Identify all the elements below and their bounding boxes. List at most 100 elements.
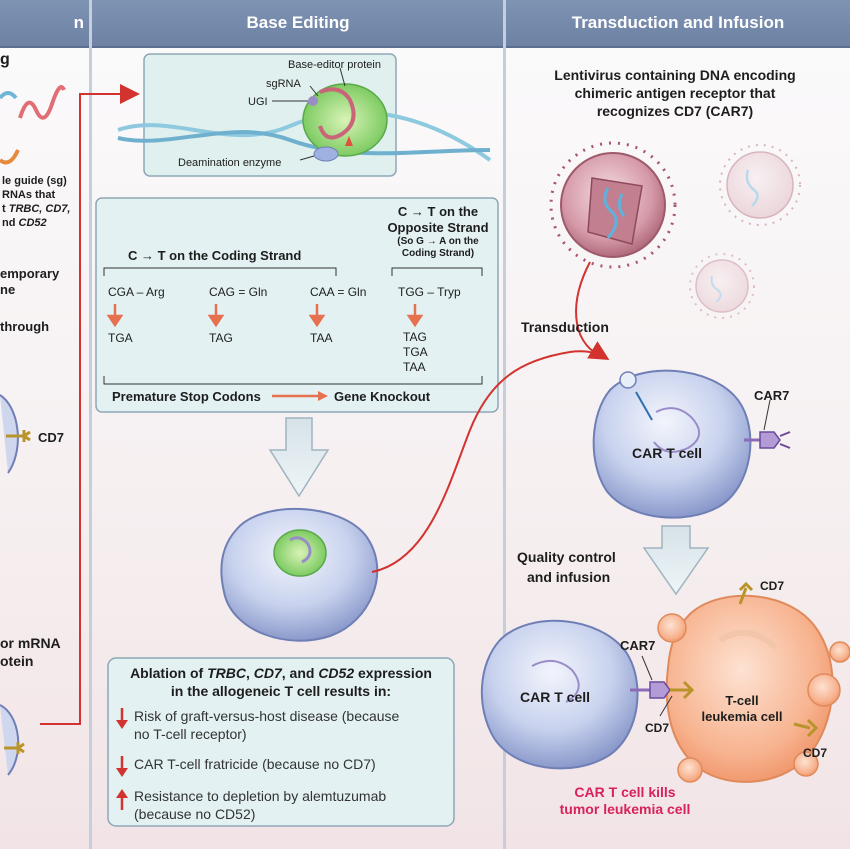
car7-receptor-top xyxy=(744,431,791,449)
label-ugi: UGI xyxy=(248,96,268,108)
premature-stop-codons-label: Premature Stop Codons xyxy=(112,389,261,404)
quality-control-line1: Quality control xyxy=(517,549,616,565)
car-t-cell-top-chromatin xyxy=(653,407,700,453)
left-receptor-bottom xyxy=(4,742,25,754)
left-rna-strand-blue xyxy=(0,91,18,100)
tcell-leukemia-label: T-cell leukemia cell xyxy=(692,693,792,725)
header-transduction-label: Transduction and Infusion xyxy=(571,13,785,32)
edited-t-cell-editor xyxy=(289,536,312,564)
ablation-title: Ablation of TRBC, CD7, and CD52 expressi… xyxy=(112,664,450,700)
lentivirus-small xyxy=(689,253,755,319)
sgrna-strand xyxy=(318,87,356,140)
ablation-title-line1: Ablation of TRBC, CD7, and CD52 expressi… xyxy=(112,664,450,682)
ablation-title-suffix: expression xyxy=(354,665,432,681)
transduction-label: Transduction xyxy=(521,319,609,335)
left-guide-line3-prefix: t xyxy=(2,203,6,215)
left-guide-gene-cd52: CD52 xyxy=(18,217,47,229)
codon-4-to-list: TAG TGA TAA xyxy=(403,330,428,375)
edited-t-cell-nucleus xyxy=(273,529,327,577)
codon-2-to: TAG xyxy=(209,331,233,345)
quality-control-label: Quality control and infusion xyxy=(517,547,616,587)
left-temporary-line1: emporary xyxy=(0,266,60,281)
ablation-title-line2: in the allogeneic T cell results in: xyxy=(170,683,392,699)
leader-car7-top xyxy=(763,399,771,431)
ablation-item-3-line2: (because no CD52) xyxy=(134,806,256,822)
left-heading-fragment: g xyxy=(0,51,10,68)
ablation-gene-cd7: CD7 xyxy=(253,665,282,681)
stop-to-knockout-arrowhead xyxy=(318,391,328,401)
kills-line1: CAR T cell kills xyxy=(574,784,676,800)
codon-1-to: TGA xyxy=(108,331,133,345)
left-cell-fragment-bottom xyxy=(0,704,20,776)
leader-cd7-bottom xyxy=(659,695,673,717)
left-guide-line4-prefix: nd xyxy=(2,217,16,229)
kills-line2: tumor leukemia cell xyxy=(559,801,691,817)
down-arrow-right xyxy=(642,525,710,596)
lentivirus-medium xyxy=(719,144,801,226)
left-guide-line2: RNAs that xyxy=(2,189,56,201)
header-base-editing-label: Base Editing xyxy=(246,13,350,32)
codon-3-from: CAA = Gln xyxy=(310,285,367,299)
left-guide-text: le guide (sg) RNAs that t TRBC, CD7, nd … xyxy=(2,174,70,230)
left-guide-line1: le guide (sg) xyxy=(2,175,67,187)
ablation-item-2: CAR T-cell fratricide (because no CD7) xyxy=(134,756,376,772)
ablation-arrow-down-2 xyxy=(116,756,128,777)
codon-box xyxy=(95,197,499,413)
panel-divider-right xyxy=(503,0,506,849)
ablation-item-1-line1: Risk of graft-versus-host disease (becau… xyxy=(134,708,400,724)
ablation-item-1: Risk of graft-versus-host disease (becau… xyxy=(134,707,399,743)
ablation-sep1: , xyxy=(245,665,254,681)
ablation-arrow-up-3 xyxy=(116,789,128,810)
car7-label-bottom: CAR7 xyxy=(620,638,656,653)
header-left-partial: n xyxy=(0,0,90,48)
ablation-arrow-down-1 xyxy=(116,708,128,729)
ablation-sep2: , and xyxy=(281,665,319,681)
label-sgrna: sgRNA xyxy=(266,78,301,90)
car-t-cell-label-bottom: CAR T cell xyxy=(520,689,591,705)
left-mrna-text: or mRNA otein xyxy=(0,634,61,670)
dna-strand-2 xyxy=(117,130,491,156)
car-t-cell-label-top: CAR T cell xyxy=(632,445,703,461)
left-mrna-line1: or mRNA xyxy=(0,635,61,651)
opposite-title-line2: Opposite Strand xyxy=(387,220,489,235)
left-cd7-label: CD7 xyxy=(38,430,65,445)
lentivirus-line2: chimeric antigen receptor that xyxy=(574,85,776,101)
left-cell-fragment-top xyxy=(0,394,19,474)
coding-strand-title: C → T on the Coding Strand xyxy=(128,248,302,263)
lentivirus-line3: recognizes CD7 (CAR7) xyxy=(596,103,754,119)
opposite-strand-title: C → T on the Opposite Strand (So G → A o… xyxy=(378,204,498,260)
edit-site-marker xyxy=(345,136,353,146)
transduction-arrow-from-virus xyxy=(575,261,601,357)
tcell-leukemia-line2: leukemia cell xyxy=(701,709,783,724)
left-mrna-line2: otein xyxy=(0,653,34,669)
left-cd7-receptor xyxy=(6,430,31,442)
codon-arrows xyxy=(106,304,424,328)
lentivirus-large xyxy=(549,141,677,269)
ugi-dot xyxy=(308,96,318,106)
left-through-text: through xyxy=(0,319,50,334)
left-rna-strand-red xyxy=(18,85,66,120)
leader-deamination xyxy=(299,155,315,161)
tcell-leukemia-line1: T-cell xyxy=(725,693,759,708)
header-left-label: n xyxy=(73,13,84,32)
left-temporary-text: emporary ne xyxy=(0,266,59,298)
cd7-label-bottom-right: CD7 xyxy=(803,746,828,760)
opposite-title-line1: C → T on the xyxy=(397,204,479,219)
codon-4-from: TGG – Tryp xyxy=(398,285,461,299)
codon-1-from: CGA – Arg xyxy=(108,285,165,299)
deamination-enzyme-shape xyxy=(313,146,339,162)
codon-3-to: TAA xyxy=(310,331,333,345)
leader-base-editor xyxy=(339,67,346,87)
cd7-label-bottom-left: CD7 xyxy=(645,721,670,735)
left-guide-line3: t TRBC, CD7, xyxy=(2,202,70,216)
codon-2-from: CAG = Gln xyxy=(209,285,268,299)
cd7-receptor-leukemia-right xyxy=(793,718,819,738)
left-temporary-line2: ne xyxy=(0,282,16,297)
left-guide-line4: nd CD52 xyxy=(2,216,70,230)
cd7-receptor-leukemia-top xyxy=(738,581,754,605)
opposite-sub-line1: (So G → A on the xyxy=(397,236,479,247)
panel-divider-left xyxy=(89,0,92,849)
ablation-gene-cd52: CD52 xyxy=(318,665,355,681)
car-t-cell-top xyxy=(592,369,752,519)
